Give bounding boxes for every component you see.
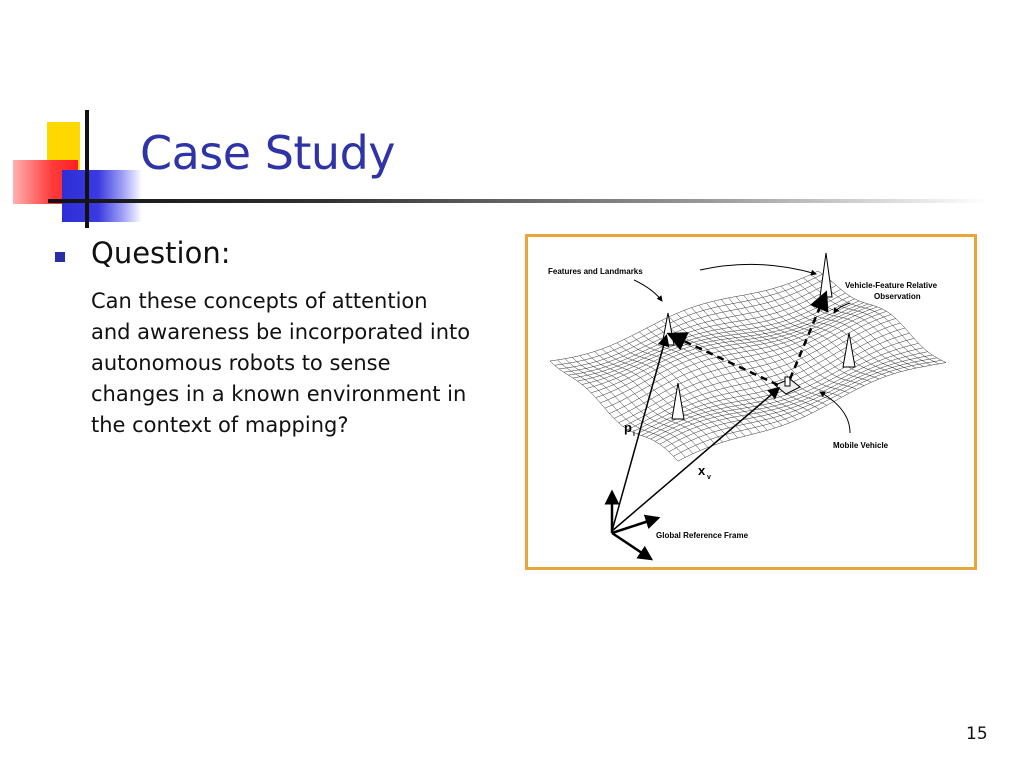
observation-arrows — [666, 290, 829, 387]
label-x: x — [698, 463, 706, 478]
slam-diagram: Features and Landmarks Vehicle-Feature R… — [548, 252, 947, 561]
reference-frame-axes — [604, 489, 661, 561]
label-global-frame: Global Reference Frame — [656, 531, 749, 540]
decor-vertical-line — [85, 110, 89, 228]
bullet-question: Question: — [91, 236, 231, 270]
decor-blue-block — [62, 170, 142, 222]
question-body: Can these concepts of attention and awar… — [91, 289, 471, 437]
label-mobile-vehicle: Mobile Vehicle — [833, 441, 889, 450]
label-observation-line1: Vehicle-Feature Relative — [845, 281, 938, 290]
slam-figure: Features and Landmarks Vehicle-Feature R… — [525, 234, 977, 570]
label-features: Features and Landmarks — [548, 267, 643, 276]
decor-horizontal-rule — [48, 199, 988, 203]
leader-lines — [633, 263, 851, 434]
bullet-marker — [55, 252, 65, 262]
label-x-subscript: v — [707, 474, 711, 481]
label-p-subscript: i — [633, 431, 635, 438]
page-number: 15 — [966, 724, 988, 744]
label-observation-line2: Observation — [874, 292, 921, 301]
mobile-vehicle-shape — [774, 376, 801, 395]
position-vectors — [611, 334, 781, 532]
slide-title: Case Study — [140, 126, 396, 180]
label-p: p — [624, 420, 632, 435]
